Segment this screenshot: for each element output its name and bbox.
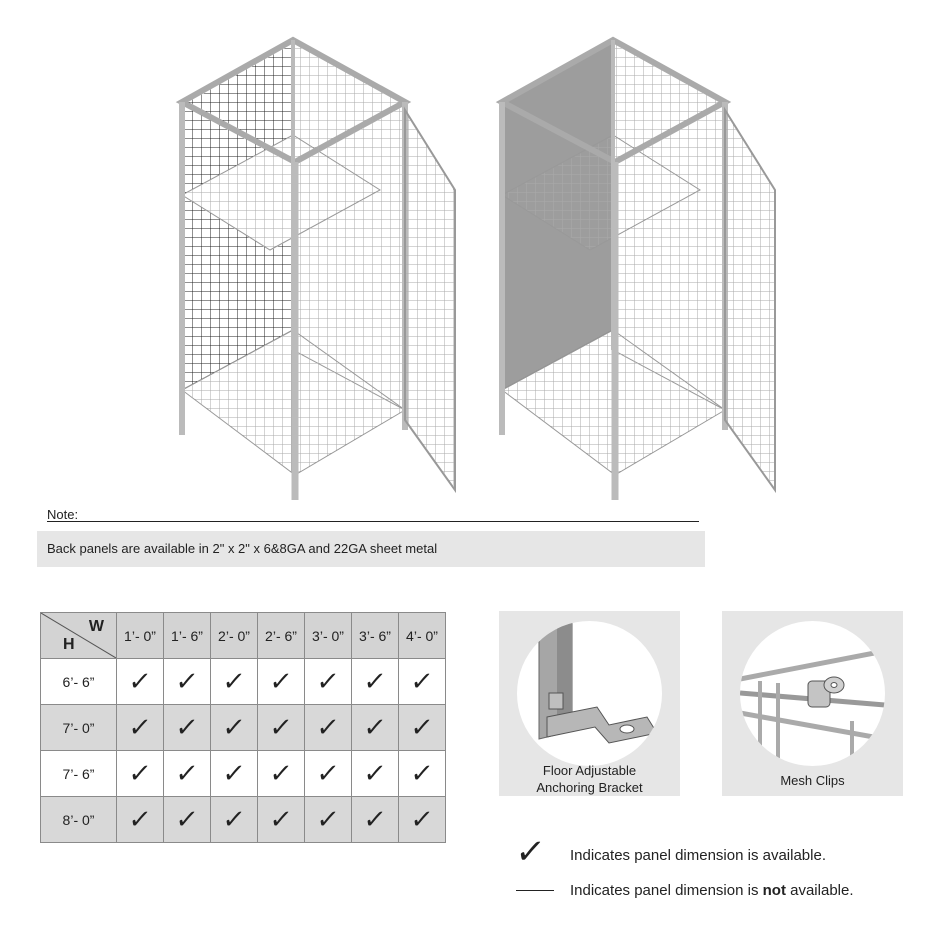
check-cell: ✓: [210, 704, 258, 751]
table-corner-cell: W H: [40, 612, 117, 659]
checkmark-icon: ✓: [361, 758, 388, 788]
panel-dimension-table: W H 1’- 0” 1’- 6” 2’- 0” 2’- 6” 3’- 0” 3…: [40, 612, 446, 843]
check-cell: ✓: [351, 796, 399, 843]
anchoring-bracket-image: [517, 621, 662, 766]
legend-available-text: Indicates panel dimension is available.: [570, 847, 826, 864]
checkmark-icon: ✓: [173, 712, 200, 742]
note-text: Back panels are available in 2" x 2" x 6…: [47, 541, 438, 556]
check-cell: ✓: [351, 658, 399, 705]
checkmark-icon: ✓: [173, 758, 200, 788]
column-header: 1’- 6”: [163, 612, 211, 659]
note-box: [37, 531, 705, 567]
row-header: 7’- 0”: [40, 704, 117, 751]
check-cell: ✓: [257, 658, 305, 705]
checkmark-icon: ✓: [173, 666, 200, 696]
checkmark-icon: ✓: [314, 758, 341, 788]
locker-sheet-back-illustration: [495, 36, 776, 500]
mesh-clips-card: Mesh Clips: [722, 611, 903, 796]
height-axis-label: H: [63, 636, 75, 653]
mesh-clips-caption: Mesh Clips: [780, 773, 845, 788]
checkmark-icon: ✓: [314, 712, 341, 742]
check-cell: ✓: [398, 704, 446, 751]
check-cell: ✓: [163, 796, 211, 843]
checkmark-icon: ✓: [408, 712, 435, 742]
legend-not-available-text: Indicates panel dimension is not availab…: [570, 882, 854, 899]
checkmark-icon: ✓: [267, 666, 294, 696]
check-cell: ✓: [304, 796, 352, 843]
legend-checkmark-icon: ✓: [513, 833, 548, 871]
row-header: 6’- 6”: [40, 658, 117, 705]
checkmark-icon: ✓: [220, 758, 247, 788]
checkmark-icon: ✓: [126, 758, 153, 788]
corner-diagonal: [41, 613, 116, 658]
checkmark-icon: ✓: [267, 804, 294, 834]
table-row: 7’- 0” ✓ ✓ ✓ ✓ ✓ ✓ ✓: [40, 704, 446, 751]
checkmark-icon: ✓: [408, 758, 435, 788]
check-cell: ✓: [163, 704, 211, 751]
check-cell: ✓: [257, 704, 305, 751]
checkmark-icon: ✓: [220, 712, 247, 742]
note-underline: [47, 521, 699, 522]
check-cell: ✓: [116, 658, 164, 705]
check-cell: ✓: [257, 796, 305, 843]
checkmark-icon: ✓: [126, 804, 153, 834]
checkmark-icon: ✓: [267, 712, 294, 742]
legend-not-available-suffix: available.: [785, 882, 854, 899]
checkmark-icon: ✓: [314, 666, 341, 696]
column-header: 2’- 6”: [257, 612, 305, 659]
check-cell: ✓: [210, 796, 258, 843]
check-cell: ✓: [210, 750, 258, 797]
locker-mesh-back-illustration: [175, 36, 456, 500]
legend-dash-icon: [516, 890, 554, 891]
column-header: 2’- 0”: [210, 612, 258, 659]
check-cell: ✓: [398, 796, 446, 843]
checkmark-icon: ✓: [173, 804, 200, 834]
checkmark-icon: ✓: [361, 712, 388, 742]
column-header: 4’- 0”: [398, 612, 446, 659]
checkmark-icon: ✓: [220, 666, 247, 696]
clips-drawing: [740, 648, 885, 766]
table-header-row: W H 1’- 0” 1’- 6” 2’- 0” 2’- 6” 3’- 0” 3…: [40, 612, 446, 659]
width-axis-label: W: [88, 618, 104, 635]
column-header: 3’- 6”: [351, 612, 399, 659]
row-header: 7’- 6”: [40, 750, 117, 797]
anchoring-bracket-card: Floor Adjustable Anchoring Bracket: [499, 611, 680, 796]
checkmark-icon: ✓: [267, 758, 294, 788]
checkmark-icon: ✓: [126, 666, 153, 696]
table-row: 6’- 6” ✓ ✓ ✓ ✓ ✓ ✓ ✓: [40, 658, 446, 705]
check-cell: ✓: [116, 750, 164, 797]
legend-not-available-bold: not: [762, 882, 786, 899]
checkmark-icon: ✓: [361, 804, 388, 834]
checkmark-icon: ✓: [361, 666, 388, 696]
check-cell: ✓: [163, 750, 211, 797]
check-cell: ✓: [257, 750, 305, 797]
check-cell: ✓: [351, 704, 399, 751]
table-row: 8’- 0” ✓ ✓ ✓ ✓ ✓ ✓ ✓: [40, 796, 446, 843]
check-cell: ✓: [304, 658, 352, 705]
bracket-caption-line2: Anchoring Bracket: [536, 780, 643, 795]
check-cell: ✓: [351, 750, 399, 797]
column-header: 3’- 0”: [304, 612, 352, 659]
check-cell: ✓: [304, 750, 352, 797]
row-header: 8’- 0”: [40, 796, 117, 843]
mesh-clips-image: [740, 621, 885, 766]
checkmark-icon: ✓: [314, 804, 341, 834]
bracket-drawing: [538, 621, 658, 744]
check-cell: ✓: [304, 704, 352, 751]
checkmark-icon: ✓: [126, 712, 153, 742]
bracket-caption-line1: Floor Adjustable: [542, 763, 637, 778]
check-cell: ✓: [210, 658, 258, 705]
checkmark-icon: ✓: [220, 804, 247, 834]
check-cell: ✓: [116, 704, 164, 751]
check-cell: ✓: [163, 658, 211, 705]
check-cell: ✓: [398, 658, 446, 705]
legend-not-available-prefix: Indicates panel dimension is: [570, 882, 763, 899]
checkmark-icon: ✓: [408, 666, 435, 696]
table-row: 7’- 6” ✓ ✓ ✓ ✓ ✓ ✓ ✓: [40, 750, 446, 797]
check-cell: ✓: [398, 750, 446, 797]
note-label: Note:: [47, 507, 79, 522]
column-header: 1’- 0”: [116, 612, 164, 659]
checkmark-icon: ✓: [408, 804, 435, 834]
check-cell: ✓: [116, 796, 164, 843]
